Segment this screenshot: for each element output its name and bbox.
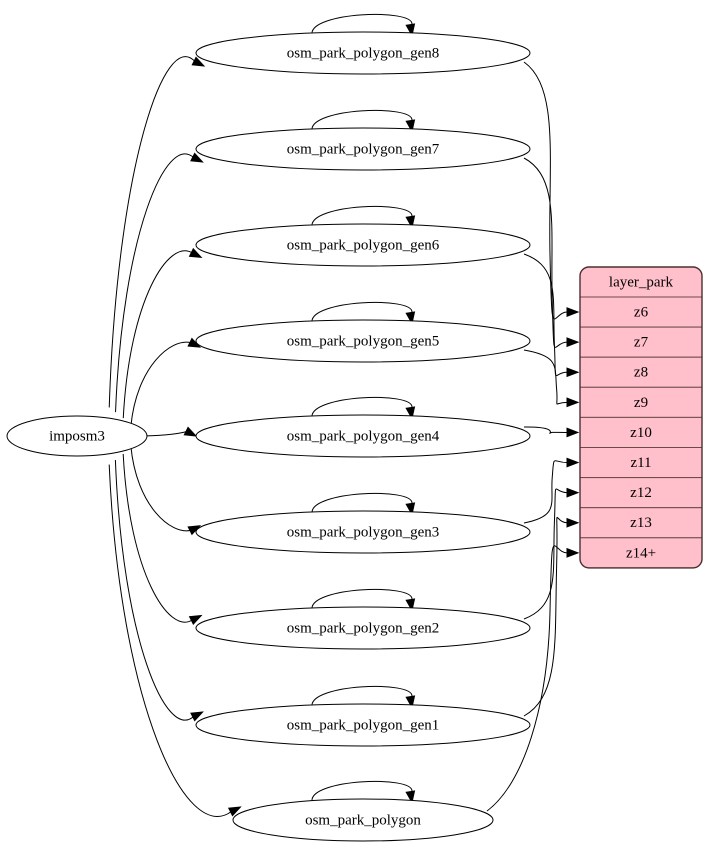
edge-imposm3-to-gen1: [114, 459, 194, 721]
node-gen2[interactable]: osm_park_polygon_gen2: [195, 606, 531, 650]
arrowhead-gen8-to-row-z6: [566, 307, 580, 317]
arrowhead-imposm3-to-gen7: [190, 152, 204, 163]
edge-imposm3-to-gen2: [122, 453, 193, 623]
node-imposm3-shape[interactable]: [6, 415, 148, 457]
node-gen7-shape[interactable]: [195, 127, 531, 171]
table-row-label-z7: z7: [634, 335, 649, 351]
table-row-label-z6: z6: [634, 304, 649, 320]
table-row-z7: [580, 326, 702, 358]
self-loop-gen8: [311, 13, 413, 35]
edge-gen6-to-row-z8: [523, 253, 568, 377]
node-gen6-label: osm_park_polygon_gen6: [287, 237, 440, 253]
layer-park-table: layer_park z6 z7 z8 z9 z10 z11 z12 z13 z14+: [579, 266, 703, 569]
node-gen5-label: osm_park_polygon_gen5: [287, 333, 439, 349]
arrowhead-imposm3-to-gen6: [188, 247, 203, 259]
node-gen5[interactable]: osm_park_polygon_gen5: [195, 319, 531, 363]
node-gen1-label: osm_park_polygon_gen1: [287, 717, 439, 733]
arrowhead-gen7-to-row-z7: [566, 337, 580, 348]
node-gen1[interactable]: osm_park_polygon_gen1: [195, 703, 531, 747]
arrowhead-gen1-to-row-z13: [566, 517, 580, 528]
node-gen2-shape[interactable]: [195, 606, 531, 650]
table-outline: [579, 266, 703, 569]
arrowhead-gen3-to-row-z11: [566, 457, 580, 468]
self-loop-base: [311, 780, 413, 802]
self-loop-gen5: [311, 301, 413, 323]
edge-base-to-row-z14plus: [486, 545, 568, 812]
edge-gen7-to-row-z7: [523, 157, 568, 348]
table-row-z9: [580, 386, 702, 418]
node-gen1-shape[interactable]: [195, 703, 531, 747]
table-row-label-z8: z8: [634, 365, 648, 381]
arrowhead-gen4-to-row-z10: [566, 427, 580, 438]
edge-gen8-to-row-z6: [523, 61, 568, 320]
node-imposm3-label: imposm3: [49, 428, 105, 444]
arrowhead-imposm3-to-gen5: [187, 337, 202, 348]
node-gen3[interactable]: osm_park_polygon_gen3: [195, 510, 531, 554]
arrowhead-imposm3-to-gen8: [191, 56, 206, 67]
edge-gen2-to-row-z12: [523, 488, 568, 620]
node-base-label: osm_park_polygon: [305, 812, 421, 828]
node-gen8-shape[interactable]: [195, 31, 531, 75]
node-gen6-shape[interactable]: [195, 223, 531, 267]
self-loop-gen3: [311, 492, 413, 514]
arrowhead-self-loop-base: [405, 790, 416, 804]
arrowhead-imposm3-to-gen3: [187, 525, 202, 536]
table-row-z8: [580, 356, 702, 388]
arrowhead-gen5-to-row-z9: [566, 397, 580, 408]
edge-imposm3-to-gen8: [108, 56, 196, 408]
edge-gen3-to-row-z11: [523, 460, 568, 524]
edge-imposm3-to-gen3: [130, 445, 191, 532]
edge-imposm3-to-gen7: [115, 153, 194, 413]
self-loop-gen1: [311, 685, 413, 707]
self-loop-gen2: [311, 588, 413, 610]
arrowhead-gen2-to-row-z12: [566, 487, 580, 498]
arrowhead-imposm3-to-base: [227, 806, 242, 817]
node-gen8-label: osm_park_polygon_gen8: [287, 45, 439, 61]
node-gen4[interactable]: osm_park_polygon_gen4: [195, 414, 531, 458]
nodes-layer: imposm3 osm_park_polygon_gen8 osm_park_pol…: [6, 31, 531, 842]
table-cells: layer_park z6 z7 z8 z9 z10 z11 z12 z13 z14+: [580, 267, 702, 568]
edge-imposm3-to-gen6: [122, 250, 193, 419]
self-loop-gen7: [311, 109, 413, 131]
node-gen6[interactable]: osm_park_polygon_gen6: [195, 223, 531, 267]
node-gen7[interactable]: osm_park_polygon_gen7: [195, 127, 531, 171]
edge-imposm3-to-base: [108, 464, 232, 817]
node-gen7-label: osm_park_polygon_gen7: [287, 141, 440, 157]
table-row-label-z13: z13: [630, 515, 652, 531]
table-row-label-z11: z11: [630, 455, 651, 471]
node-gen4-shape[interactable]: [195, 414, 531, 458]
table-row-z6: [580, 296, 702, 328]
edge-gen4-to-row-z10: [523, 426, 568, 434]
arrowhead-imposm3-to-gen1: [190, 711, 204, 722]
table-row-label-z10: z10: [630, 425, 652, 441]
table-header-label: layer_park: [609, 274, 674, 290]
node-base[interactable]: osm_park_polygon: [232, 798, 494, 842]
table-row-label-z12: z12: [630, 485, 652, 501]
edge-imposm3-to-gen5: [130, 341, 191, 427]
node-gen3-label: osm_park_polygon_gen3: [287, 524, 439, 540]
table-row-label-z14plus: z14+: [626, 545, 656, 561]
node-base-shape[interactable]: [232, 798, 494, 842]
self-loop-gen4: [311, 396, 413, 418]
arrowhead-imposm3-to-gen4: [183, 426, 198, 437]
node-gen3-shape[interactable]: [195, 510, 531, 554]
edge-gen1-to-row-z13: [523, 516, 568, 717]
node-gen4-label: osm_park_polygon_gen4: [287, 428, 440, 444]
arrowhead-imposm3-to-gen2: [188, 614, 203, 626]
node-gen8[interactable]: osm_park_polygon_gen8: [195, 31, 531, 75]
arrowhead-base-to-row-z14plus: [566, 547, 580, 558]
node-imposm3[interactable]: imposm3: [6, 415, 148, 457]
node-gen5-shape[interactable]: [195, 319, 531, 363]
edge-gen5-to-row-z9: [523, 349, 568, 405]
arrowhead-gen6-to-row-z8: [566, 367, 580, 378]
table-row-label-z9: z9: [634, 395, 648, 411]
node-gen2-label: osm_park_polygon_gen2: [287, 620, 439, 636]
self-loop-gen6: [311, 205, 413, 227]
